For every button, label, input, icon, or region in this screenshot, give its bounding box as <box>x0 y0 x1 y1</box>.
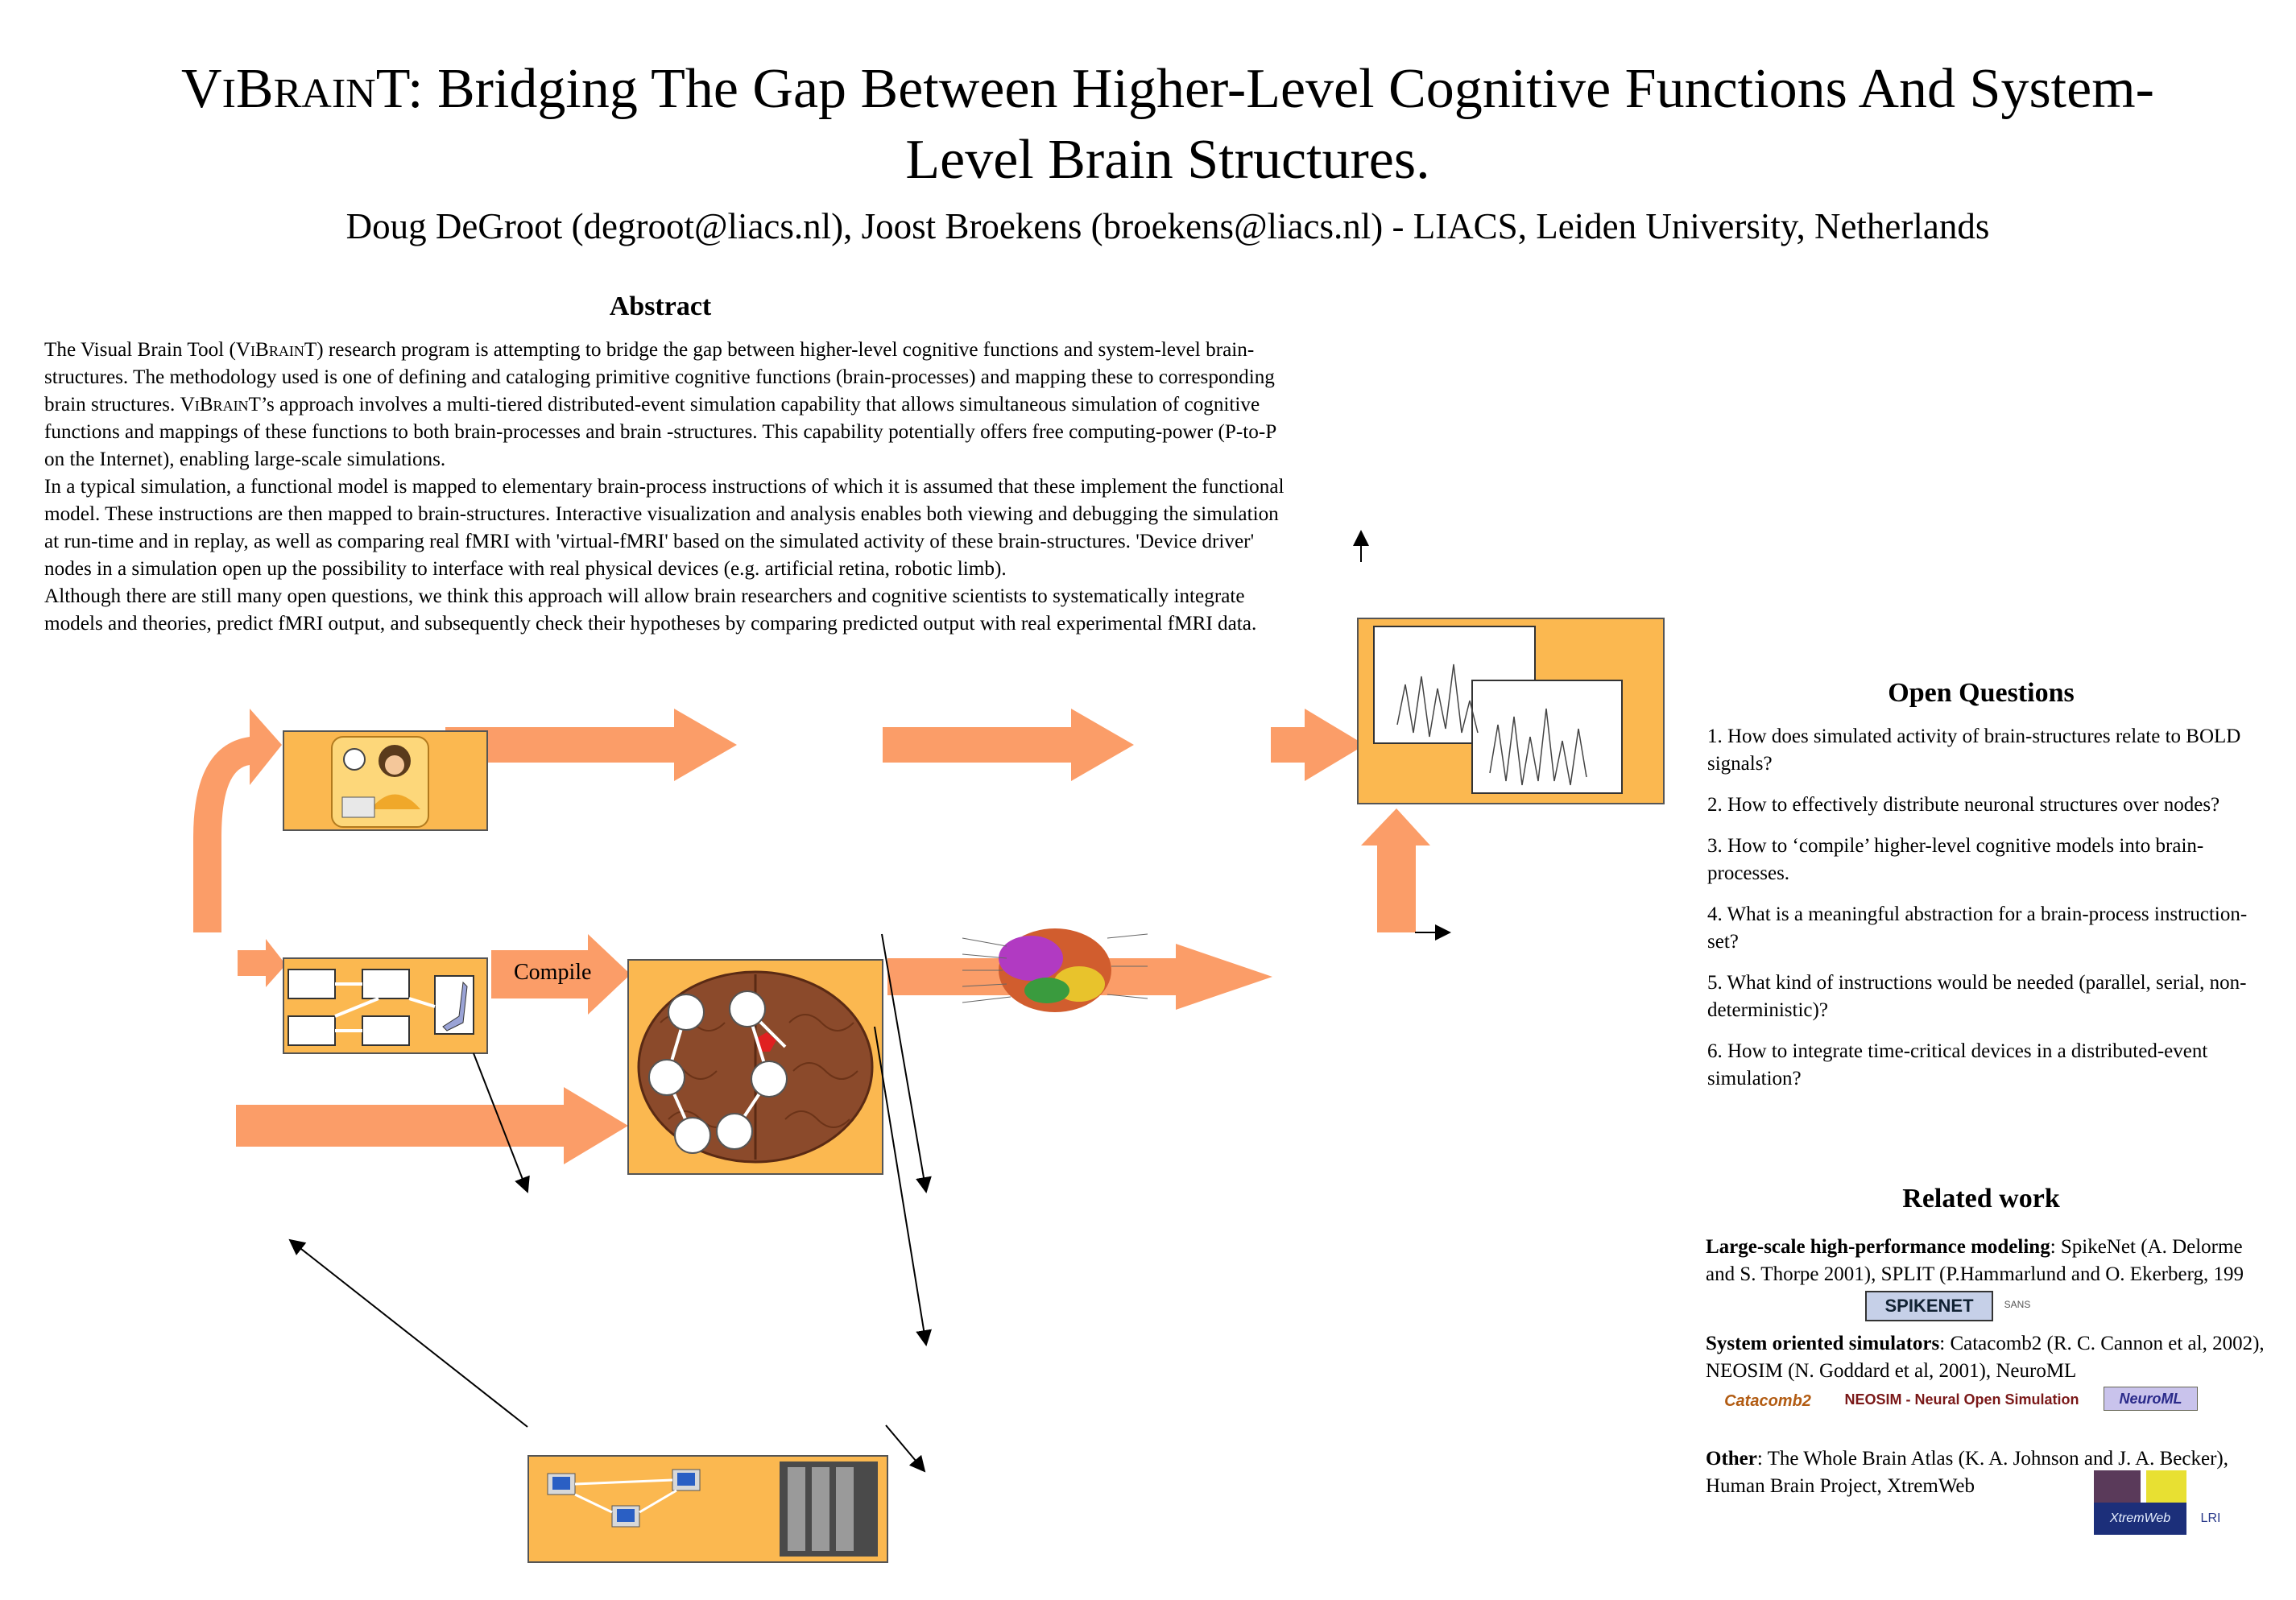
brand-name: ViBrainT <box>235 339 317 361</box>
title-brand-rain: RAIN <box>273 71 376 117</box>
question-item: 2. How to effectively distribute neurona… <box>1707 794 2220 816</box>
scientist-illustration <box>331 736 429 828</box>
arrow-top-3 <box>1271 709 1365 781</box>
question-item: 3. How to ‘compile’ higher-level cogniti… <box>1707 835 2204 884</box>
computer-icons <box>547 1469 701 1528</box>
question-item: 6. How to integrate time-critical device… <box>1707 1040 2208 1089</box>
title-brand-t: T <box>375 58 408 120</box>
sans-logo: SANS <box>2004 1299 2031 1310</box>
related-work-category: Large-scale high-performance modeling <box>1706 1236 2050 1258</box>
arrow-top-2 <box>883 709 1134 781</box>
spikenet-logo: SPIKENET <box>1865 1291 1993 1321</box>
human-brain-project-thumbnail <box>2146 1470 2186 1503</box>
robot-arm-icon <box>442 981 468 1032</box>
authors: Doug DeGroot (degroot@liacs.nl), Joost B… <box>345 206 1990 246</box>
related-work-heading: Related work <box>1902 1184 2060 1213</box>
arrow-left-small <box>238 939 286 987</box>
arrow-top-1 <box>445 709 737 781</box>
compile-label: Compile <box>514 960 592 985</box>
title-rest: : Bridging The Gap Between Higher-Level … <box>407 58 2154 191</box>
related-work-text: : Catacomb2 (R. C. Cannon et al, 2002), … <box>1706 1333 2265 1382</box>
related-work-category: Other <box>1706 1448 1757 1470</box>
related-work-category: System oriented simulators <box>1706 1333 1940 1354</box>
arrow-bottom <box>236 1087 628 1164</box>
brain-atlas-thumbnail <box>2094 1470 2141 1503</box>
brand-name: ViBrainT <box>180 394 261 416</box>
server-rack-units <box>788 1467 854 1551</box>
question-item: 4. What is a meaningful abstraction for … <box>1707 903 2248 953</box>
related-work-item-2: System oriented simulators: Catacomb2 (R… <box>1706 1330 2269 1385</box>
related-work-text: : SpikeNet (A. Delorme and S. Thorpe 200… <box>1706 1236 2244 1285</box>
abstract-body: The Visual Brain Tool (ViBrainT) researc… <box>44 337 1289 638</box>
lri-logo: LRI <box>2200 1511 2221 1525</box>
arrow-compile <box>491 934 631 1015</box>
abstract-text: ) research program is attempting to brid… <box>44 339 1275 416</box>
question-item: 1. How does simulated activity of brain-… <box>1707 726 2241 775</box>
curved-arrow <box>193 709 282 932</box>
related-work-item-1: Large-scale high-performance modeling: S… <box>1706 1234 2269 1288</box>
poster-title: VIBRAINT: Bridging The Gap Between Highe… <box>121 56 2215 193</box>
abstract-heading: Abstract <box>609 291 712 321</box>
neosim-logo: NEOSIM - Neural Open Simulation <box>1844 1391 2079 1408</box>
catacomb-logo: Catacomb2 <box>1724 1391 1811 1410</box>
title-brand-i: I <box>221 71 236 117</box>
arrow-up-fmri <box>1361 808 1430 932</box>
xtremweb-logo: XtremWeb <box>2094 1503 2186 1535</box>
title-brand-v: V <box>181 58 222 120</box>
abstract-paragraph-3: Although there are still many open quest… <box>44 585 1257 635</box>
connector-lines <box>288 530 1451 1473</box>
abstract-paragraph-1: The Visual Brain Tool (ViBrainT) researc… <box>44 337 1289 473</box>
title-brand-b: B <box>235 58 274 120</box>
abstract-text: The Visual Brain Tool ( <box>44 339 236 361</box>
brain-nodes <box>648 990 788 1154</box>
open-questions-heading: Open Questions <box>1888 678 2075 708</box>
open-questions-list: 1. How does simulated activity of brain-… <box>1707 723 2271 1106</box>
brain-atlas-image <box>962 928 1148 1012</box>
related-work-item-3: Other: The Whole Brain Atlas (K. A. John… <box>1706 1445 2269 1500</box>
question-item: 5. What kind of instructions would be ne… <box>1707 972 2247 1021</box>
abstract-paragraph-2: In a typical simulation, a functional mo… <box>44 476 1285 580</box>
instruction-links <box>334 982 436 1032</box>
abstract-text: ’s approach involves a multi-tiered dist… <box>44 394 1276 470</box>
fmri-plot-2 <box>1471 680 1623 794</box>
neuroml-logo: NeuroML <box>2104 1387 2198 1411</box>
instruction-nodes <box>288 969 474 1046</box>
related-work-text: : The Whole Brain Atlas (K. A. Johnson a… <box>1706 1448 2228 1497</box>
